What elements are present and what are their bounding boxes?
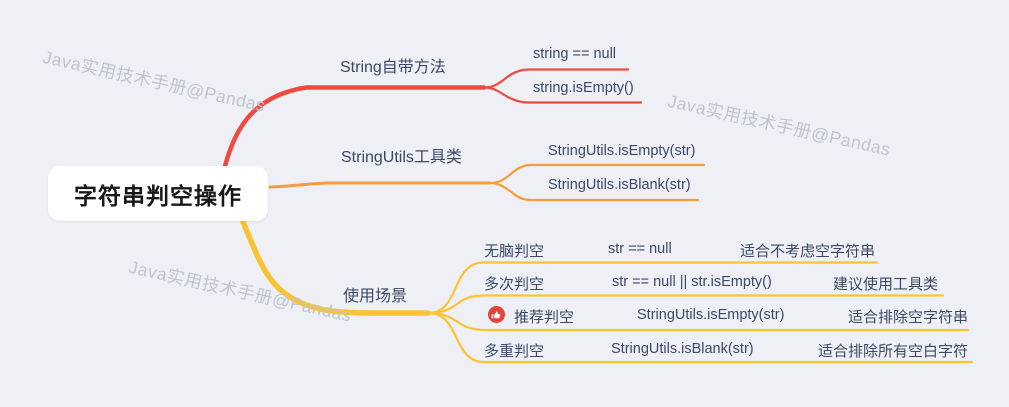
thumbs-up-icon — [488, 306, 505, 323]
branch-red-lines — [221, 68, 643, 173]
root-node-label: 字符串判空操作 — [74, 182, 242, 209]
usecase-note-naive-check[interactable]: 适合不考虑空字符串 — [740, 243, 876, 260]
leaf-string-eq-null[interactable]: string == null — [533, 46, 617, 62]
branch-orange-lines — [268, 163, 706, 202]
leaf-stringutils-isblank[interactable]: StringUtils.isBlank(str) — [548, 177, 691, 193]
usecase-label-thorough-check[interactable]: 多重判空 — [484, 343, 545, 360]
branch-stringutils[interactable]: StringUtils工具类 — [341, 149, 462, 166]
usecase-note-thorough-check[interactable]: 适合排除所有空白字符 — [818, 343, 969, 360]
usecase-note-recommended-check[interactable]: 适合排除空字符串 — [848, 309, 969, 326]
usecase-code-multi-check[interactable]: str == null || str.isEmpty() — [612, 274, 772, 290]
usecase-note-multi-check[interactable]: 建议使用工具类 — [833, 276, 939, 293]
root-node[interactable]: 字符串判空操作 — [48, 166, 268, 221]
usecase-code-naive-check[interactable]: str == null — [608, 241, 672, 257]
leaf-stringutils-isempty[interactable]: StringUtils.isEmpty(str) — [548, 143, 696, 159]
usecase-code-recommended-check[interactable]: StringUtils.isEmpty(str) — [637, 307, 785, 323]
usecase-code-thorough-check[interactable]: StringUtils.isBlank(str) — [611, 341, 754, 357]
usecase-label-multi-check[interactable]: 多次判空 — [484, 276, 545, 293]
branch-string-methods[interactable]: String自带方法 — [340, 59, 446, 76]
usecase-label-recommended-check[interactable]: 推荐判空 — [514, 309, 575, 326]
branch-yellow-lines — [240, 219, 974, 364]
leaf-string-isempty[interactable]: string.isEmpty() — [533, 80, 634, 96]
branch-use-cases[interactable]: 使用场景 — [343, 288, 408, 305]
usecase-label-naive-check[interactable]: 无脑判空 — [484, 243, 545, 260]
